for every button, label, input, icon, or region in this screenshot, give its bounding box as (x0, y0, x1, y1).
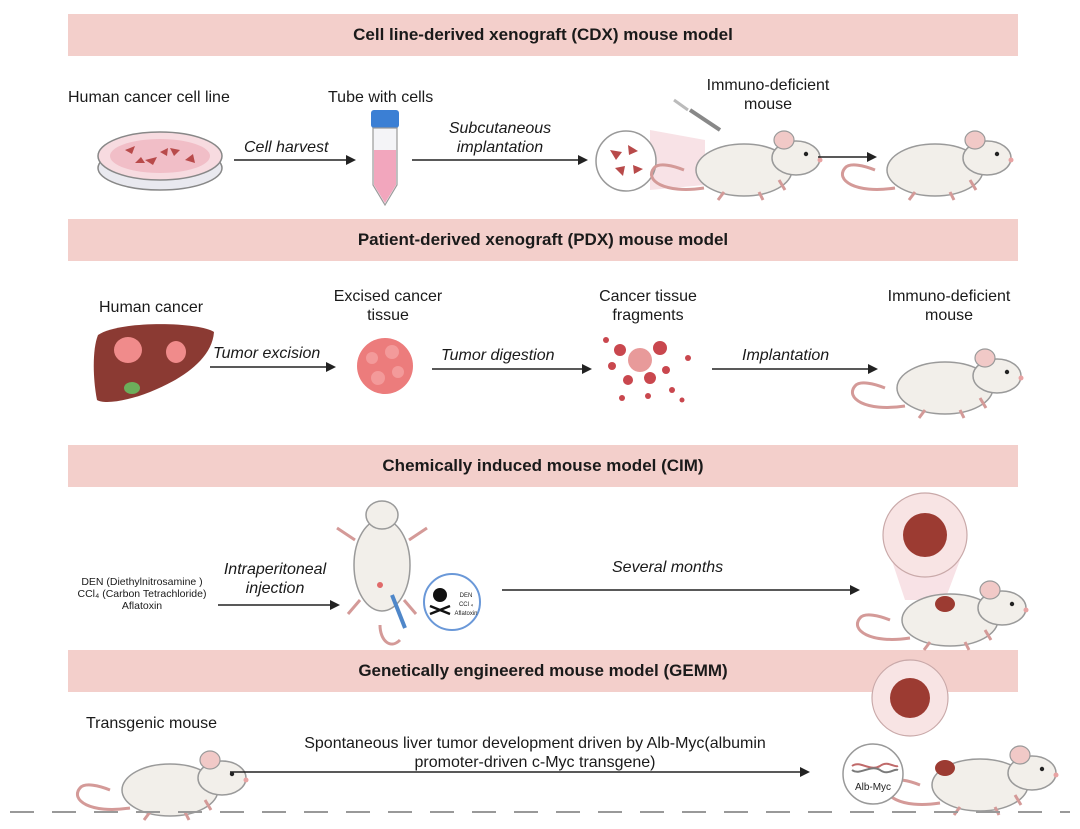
vial-text-ccl4: CCl ₄ (459, 602, 474, 608)
pdx-mouse-label: Immuno-deficient mouse (887, 288, 1011, 324)
chemical-vial-icon (423, 573, 481, 631)
supine-mouse-icon (336, 500, 428, 646)
pdx-fragments-label: Cancer tissue fragments (599, 288, 697, 324)
cdx-step-implantation: Subcutaneous implantation (448, 120, 552, 156)
pdx-excised-label: Excised cancer tissue (333, 288, 443, 324)
liver-icon (93, 324, 214, 403)
excised-tissue-icon (357, 338, 413, 394)
transgenic-mouse-icon (75, 749, 250, 822)
cim-chemical-aflatoxin: Aflatoxin (121, 600, 163, 612)
cdx-banner: Cell line-derived xenograft (CDX) mouse … (68, 14, 1018, 56)
cim-title: Chemically induced mouse model (CIM) (382, 456, 704, 475)
cdx-step-cell-harvest: Cell harvest (244, 139, 329, 156)
tissue-fragments-icon (603, 337, 691, 403)
cdx-tube-label: Tube with cells (328, 89, 434, 106)
gemm-tumor-zoom-icon (871, 659, 949, 737)
pdx-step-implantation: Implantation (742, 347, 830, 364)
cdx-tumor-mouse-icon (840, 129, 1015, 202)
cim-chemical-den: DEN (Diethylnitrosamine ) (81, 576, 203, 588)
alb-myc-label: Alb-Myc (855, 782, 891, 793)
cell-tube-icon (371, 110, 399, 207)
gemm-mouse-icon (885, 744, 1060, 817)
cim-step-months: Several months (612, 559, 724, 576)
petri-dish-icon (97, 131, 223, 191)
vial-text-den: DEN (460, 593, 473, 599)
cdx-mouse-label: Immuno-deficient mouse (706, 77, 830, 113)
gemm-transgenic-label: Transgenic mouse (86, 715, 218, 732)
alb-myc-badge-icon (842, 743, 904, 805)
pdx-banner: Patient-derived xenograft (PDX) mouse mo… (68, 219, 1018, 261)
pdx-step-digestion: Tumor digestion (441, 347, 555, 364)
cim-tumor-zoom-icon (882, 492, 968, 600)
vial-text-aflatoxin: Aflatoxin (454, 611, 477, 617)
gemm-banner: Genetically engineered mouse model (GEMM… (68, 650, 1018, 692)
cim-step-injection: Intraperitoneal injection (223, 561, 327, 597)
cell-injection-zoom-icon (595, 98, 722, 192)
cdx-cell-line-label: Human cancer cell line (68, 89, 230, 106)
cim-banner: Chemically induced mouse model (CIM) (68, 445, 1018, 487)
cdx-title: Cell line-derived xenograft (CDX) mouse … (353, 25, 733, 44)
pdx-human-cancer-label: Human cancer (99, 299, 204, 316)
cim-liver-tumor-icon (935, 596, 955, 612)
gemm-title: Genetically engineered mouse model (GEMM… (358, 661, 728, 680)
gemm-step-development: Spontaneous liver tumor development driv… (304, 735, 766, 771)
pdx-mouse-icon (850, 347, 1025, 420)
pdx-step-excision: Tumor excision (213, 345, 321, 362)
gemm-liver-tumor-icon (935, 760, 955, 776)
cim-chemical-ccl4: CCl₄ (Carbon Tetrachloride) (77, 588, 207, 600)
pdx-title: Patient-derived xenograft (PDX) mouse mo… (357, 230, 729, 249)
